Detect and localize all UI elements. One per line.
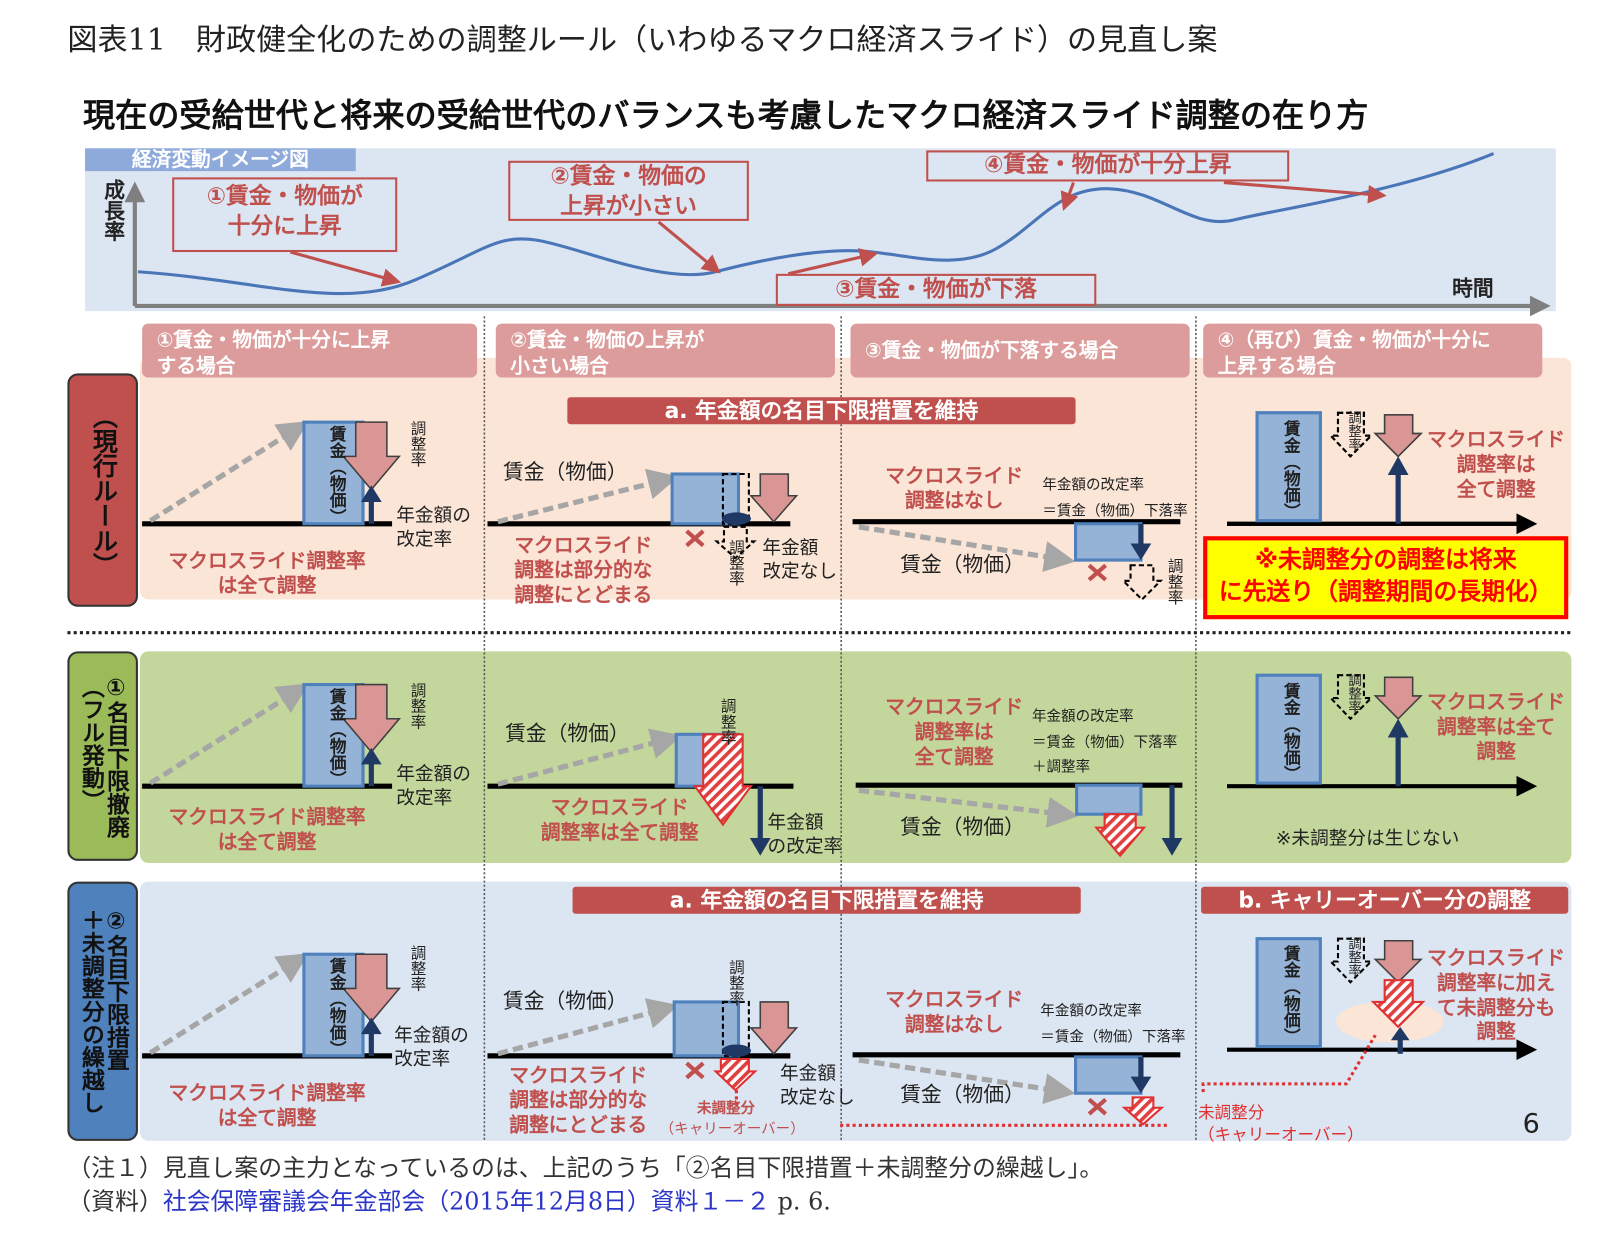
adjustment-rate-label: 調整率: [1345, 410, 1361, 452]
adjustment-rate-label: 調整率: [727, 959, 746, 1007]
wage-label: 賃金（物価）: [900, 814, 1025, 840]
pension-revision-label: 年金額 の改定率: [767, 812, 843, 858]
cell-note: マクロスライド 調整率は 全て調整: [885, 695, 1024, 769]
row3-cell2-shapes: [487, 998, 799, 1108]
cell-note: マクロスライド 調整率は 全て調整: [1427, 428, 1566, 501]
formula-text: 年金額の改定率 ＝賃金（物価）下落率 ＋調整率: [1032, 708, 1178, 776]
cell-note: マクロスライド 調整は部分的な 調整にとどまる: [509, 1064, 648, 1137]
banner-carryover-adjustment: b. キャリーオーバー分の調整: [1201, 886, 1569, 914]
wage-label: 賃金（物価）: [505, 720, 630, 746]
cell-note: マクロスライド 調整率は全て 調整: [1427, 690, 1566, 763]
row-current-rule: 賃金（物価） 調整率 年金額の 改定率 マクロスライド調整率 は全て調整 賃金（…: [168, 410, 1569, 620]
callout-arrow-3: [787, 248, 879, 276]
callout-arrow-1: [290, 250, 402, 287]
callout-2: ②賃金・物価の 上昇が小さい: [508, 160, 749, 221]
carryover-label: 未調整分 （キャリーオーバー）: [1197, 1102, 1364, 1144]
cell4-shapes: [1201, 413, 1538, 1093]
cell-note: マクロスライド 調整はなし: [885, 988, 1024, 1036]
source-link[interactable]: 社会保障審議会年金部会（2015年12月8日）資料１－２: [162, 1188, 771, 1216]
no-unadjusted-remark: ※未調整分は生じない: [1275, 827, 1460, 850]
adjustment-rate-label: 調整率: [1345, 673, 1361, 714]
formula-text: 年金額の改定率 ＝賃金（物価）下落率: [1040, 1002, 1186, 1045]
cell-note: マクロスライド 調整は部分的な 調整にとどまる: [514, 534, 653, 607]
column-header-2: ②賃金・物価の上昇が 小さい場合: [495, 323, 835, 378]
source-note: （資料）社会保障審議会年金部会（2015年12月8日）資料１－２ p. 6.: [67, 1188, 830, 1218]
callout-arrow-4b: [1223, 180, 1387, 204]
adjustment-rate-label: 調整率: [718, 698, 738, 745]
bar-label: 賃金（物価）: [1280, 420, 1301, 520]
deferral-warning-box: ※未調整分の調整は将来 に先送り（調整期間の長期化）: [1203, 536, 1569, 620]
adjustment-rate-label: 調整率: [408, 682, 428, 730]
pension-revision-label: 年金額 改定なし: [762, 537, 838, 583]
adjustment-rate-label: 調整率: [408, 420, 428, 467]
adjustment-rate-label: 調整率: [1345, 936, 1361, 978]
row-label-carryover: ②名目下限措置 ＋未調整分の繰越し: [67, 881, 138, 1141]
row1-cell2-shapes: [487, 468, 799, 560]
callout-4: ④賃金・物価が十分上昇: [926, 150, 1290, 182]
slide-subtitle: 現在の受給世代と将来の受給世代のバランスも考慮したマクロ経済スライド調整の在り方: [82, 97, 1369, 135]
economic-image-panel: [85, 148, 1556, 312]
cell-note: マクロスライド 調整はなし: [885, 464, 1024, 513]
pension-revision-label: 年金額の 改定率: [394, 1024, 469, 1070]
banner-keep-nominal-floor: a. 年金額の名目下限措置を維持: [572, 886, 1081, 914]
column-header-1: ①賃金・物価が十分に上昇 する場合: [142, 323, 478, 378]
cell-note: マクロスライド調整率 は全て調整: [168, 805, 366, 854]
x-axis-label: 時間: [1452, 275, 1494, 301]
row2-cell2-shapes: [487, 728, 794, 856]
callout-3: ③賃金・物価が下落: [775, 273, 1097, 306]
row-full-activation: 賃金（物価） 調整率 年金額の 改定率 マクロスライド調整率 は全て調整 賃金（…: [0, 262, 1618, 988]
carryover-sublabel: （キャリーオーバー）: [659, 1121, 805, 1138]
adjustment-rate-label: 調整率: [408, 944, 428, 992]
wage-label: 賃金（物価）: [900, 551, 1025, 577]
adjustment-rate-label: 調整率: [1165, 558, 1185, 605]
cell1-shapes: [142, 420, 399, 1056]
pension-revision-label: 年金額の 改定率: [396, 505, 471, 551]
wage-label: 賃金（物価）: [503, 988, 628, 1014]
page-number: 6: [1522, 1108, 1540, 1140]
formula-text: 年金額の改定率 ＝賃金（物価）下落率: [1042, 477, 1188, 520]
bar-label: 賃金（物価）: [326, 687, 347, 788]
cell-note: マクロスライド 調整率に加え て未調整分も 調整: [1427, 946, 1566, 1044]
row-label-full-activation: ①名目下限撤廃 （フル発動）: [67, 651, 138, 861]
wage-label: 賃金（物価）: [503, 459, 628, 485]
bar-label: 賃金（物価）: [1280, 944, 1301, 1045]
footnote-1: （注１）見直し案の主力となっているのは、上記のうち「②名目下限措置＋未調整分の繰…: [67, 1155, 1104, 1183]
pension-revision-label: 年金額 改定なし: [779, 1063, 855, 1109]
figure: 図表11 財政健全化のための調整ルール（いわゆるマクロ経済スライド）の見直し案 …: [0, 21, 1618, 1218]
callout-arrow-2: [657, 220, 721, 274]
diagram-shapes: [67, 152, 1572, 1141]
bar-label: 賃金（物価）: [1280, 682, 1301, 783]
cell-note: マクロスライド調整率 は全て調整: [168, 1081, 366, 1130]
adjustment-rate-label: 調整率: [727, 539, 746, 587]
row2-cell3-shapes: [855, 782, 1183, 858]
cell-note: マクロスライド調整率 は全て調整: [168, 549, 366, 598]
bar-label: 賃金（物価）: [326, 957, 347, 1057]
column-header-4: ④（再び）賃金・物価が十分に 上昇する場合: [1203, 323, 1543, 378]
callout-1: ①賃金・物価が 十分に上昇: [206, 183, 363, 240]
panel-label: 経済変動イメージ図: [85, 148, 356, 172]
bar-label: 賃金（物価）: [326, 425, 347, 525]
cell-note: マクロスライド 調整率は全て調整: [540, 796, 699, 845]
y-axis-label: 成長率: [100, 179, 126, 242]
wage-label: 賃金（物価）: [900, 1081, 1025, 1107]
figure-title: 図表11 財政健全化のための調整ルール（いわゆるマクロ経済スライド）の見直し案: [67, 21, 1218, 58]
row3-cell3-shapes: [840, 1052, 1181, 1127]
row-label-current-rule: （現行ルール）: [67, 373, 138, 607]
callout-box-1: [172, 177, 398, 253]
row1-cell3-shapes: [852, 519, 1181, 601]
carryover-label: 未調整分: [696, 1100, 756, 1118]
row-carryover: 賃金（物価） 調整率 年金額の 改定率 マクロスライド調整率 は全て調整 賃金（…: [0, 532, 1618, 1258]
column-header-3: ③賃金・物価が下落する場合: [850, 323, 1190, 378]
source-prefix: （資料）: [67, 1188, 163, 1216]
callout-arrow-4a: [1060, 182, 1079, 212]
source-suffix: p. 6.: [770, 1188, 831, 1216]
banner-keep-nominal-floor: a. 年金額の名目下限措置を維持: [567, 397, 1076, 425]
pension-revision-label: 年金額の 改定率: [396, 763, 471, 809]
